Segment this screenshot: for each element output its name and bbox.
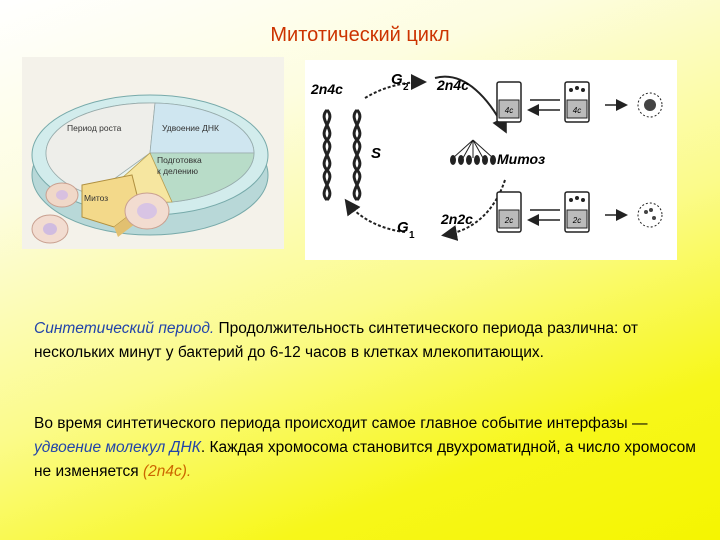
cell-top-1-label: 4c <box>505 106 513 115</box>
label-g2: G <box>391 71 403 88</box>
paragraph2-text-before: Во время синтетического периода происход… <box>34 415 648 432</box>
mitotic-cycle-scheme-svg: 4c 4c 2c 2c 2n4c G 2 2n4c S Митоз G 1 2n… <box>310 71 663 241</box>
paragraph1-text: Продолжительность синтетического периода… <box>34 320 639 361</box>
cell-cycle-pie-diagram: Период роста Удвоение ДНК Подготовка к д… <box>22 57 284 249</box>
cell-cycle-pie-svg: Период роста Удвоение ДНК Подготовка к д… <box>31 94 269 244</box>
label-growth-period: Период роста <box>67 123 122 133</box>
paragraph2-text-middle: . Каждая хромосома становится двухромати… <box>34 439 696 480</box>
paragraph-synthetic-period: Синтетический период. Продолжительность … <box>34 317 699 365</box>
label-g2-sub: 2 <box>403 82 409 93</box>
cell-bottom-2-label: 2c <box>572 216 581 225</box>
label-dna-duplication: Удвоение ДНК <box>162 123 219 133</box>
arrow-g1-to-s <box>344 198 406 233</box>
cell-top-2-label: 4c <box>573 106 581 115</box>
label-g1-sub: 1 <box>409 230 415 241</box>
cell-image-1 <box>45 182 79 208</box>
label-s-phase: S <box>371 145 381 162</box>
mitosis-spindle-icon <box>450 139 496 165</box>
label-mitosis-scheme: Митоз <box>497 151 545 167</box>
page-title: Митотический цикл <box>270 24 450 46</box>
arrow-s-to-g2 <box>364 74 427 99</box>
colony-icon <box>637 202 663 228</box>
label-preparation-line1: Подготовка <box>157 155 202 165</box>
label-mitosis: Митоз <box>84 193 108 203</box>
highlight-dna-duplication: удвоение молекул ДНК <box>34 439 201 456</box>
cell-image-2 <box>31 214 69 244</box>
cell-image-3 <box>124 192 170 230</box>
formula-2n4c: (2n4c). <box>142 463 192 480</box>
label-2n4c-right: 2n4c <box>436 77 469 93</box>
paragraph-dna-duplication: Во время синтетического периода происход… <box>34 412 699 484</box>
dna-helix-icon <box>322 108 362 202</box>
mitotic-cycle-scheme: 4c 4c 2c 2c 2n4c G 2 2n4c S Митоз G 1 2n… <box>305 60 677 260</box>
label-preparation-line2: к делению <box>157 166 199 176</box>
label-2n2c: 2n2c <box>440 211 473 227</box>
label-2n4c-left: 2n4c <box>310 81 343 97</box>
arrow-mitosis-to-g1 <box>441 179 506 241</box>
term-synthetic-period: Синтетический период. <box>34 320 215 337</box>
label-g1: G <box>397 219 409 236</box>
cell-bottom-1-label: 2c <box>504 216 513 225</box>
